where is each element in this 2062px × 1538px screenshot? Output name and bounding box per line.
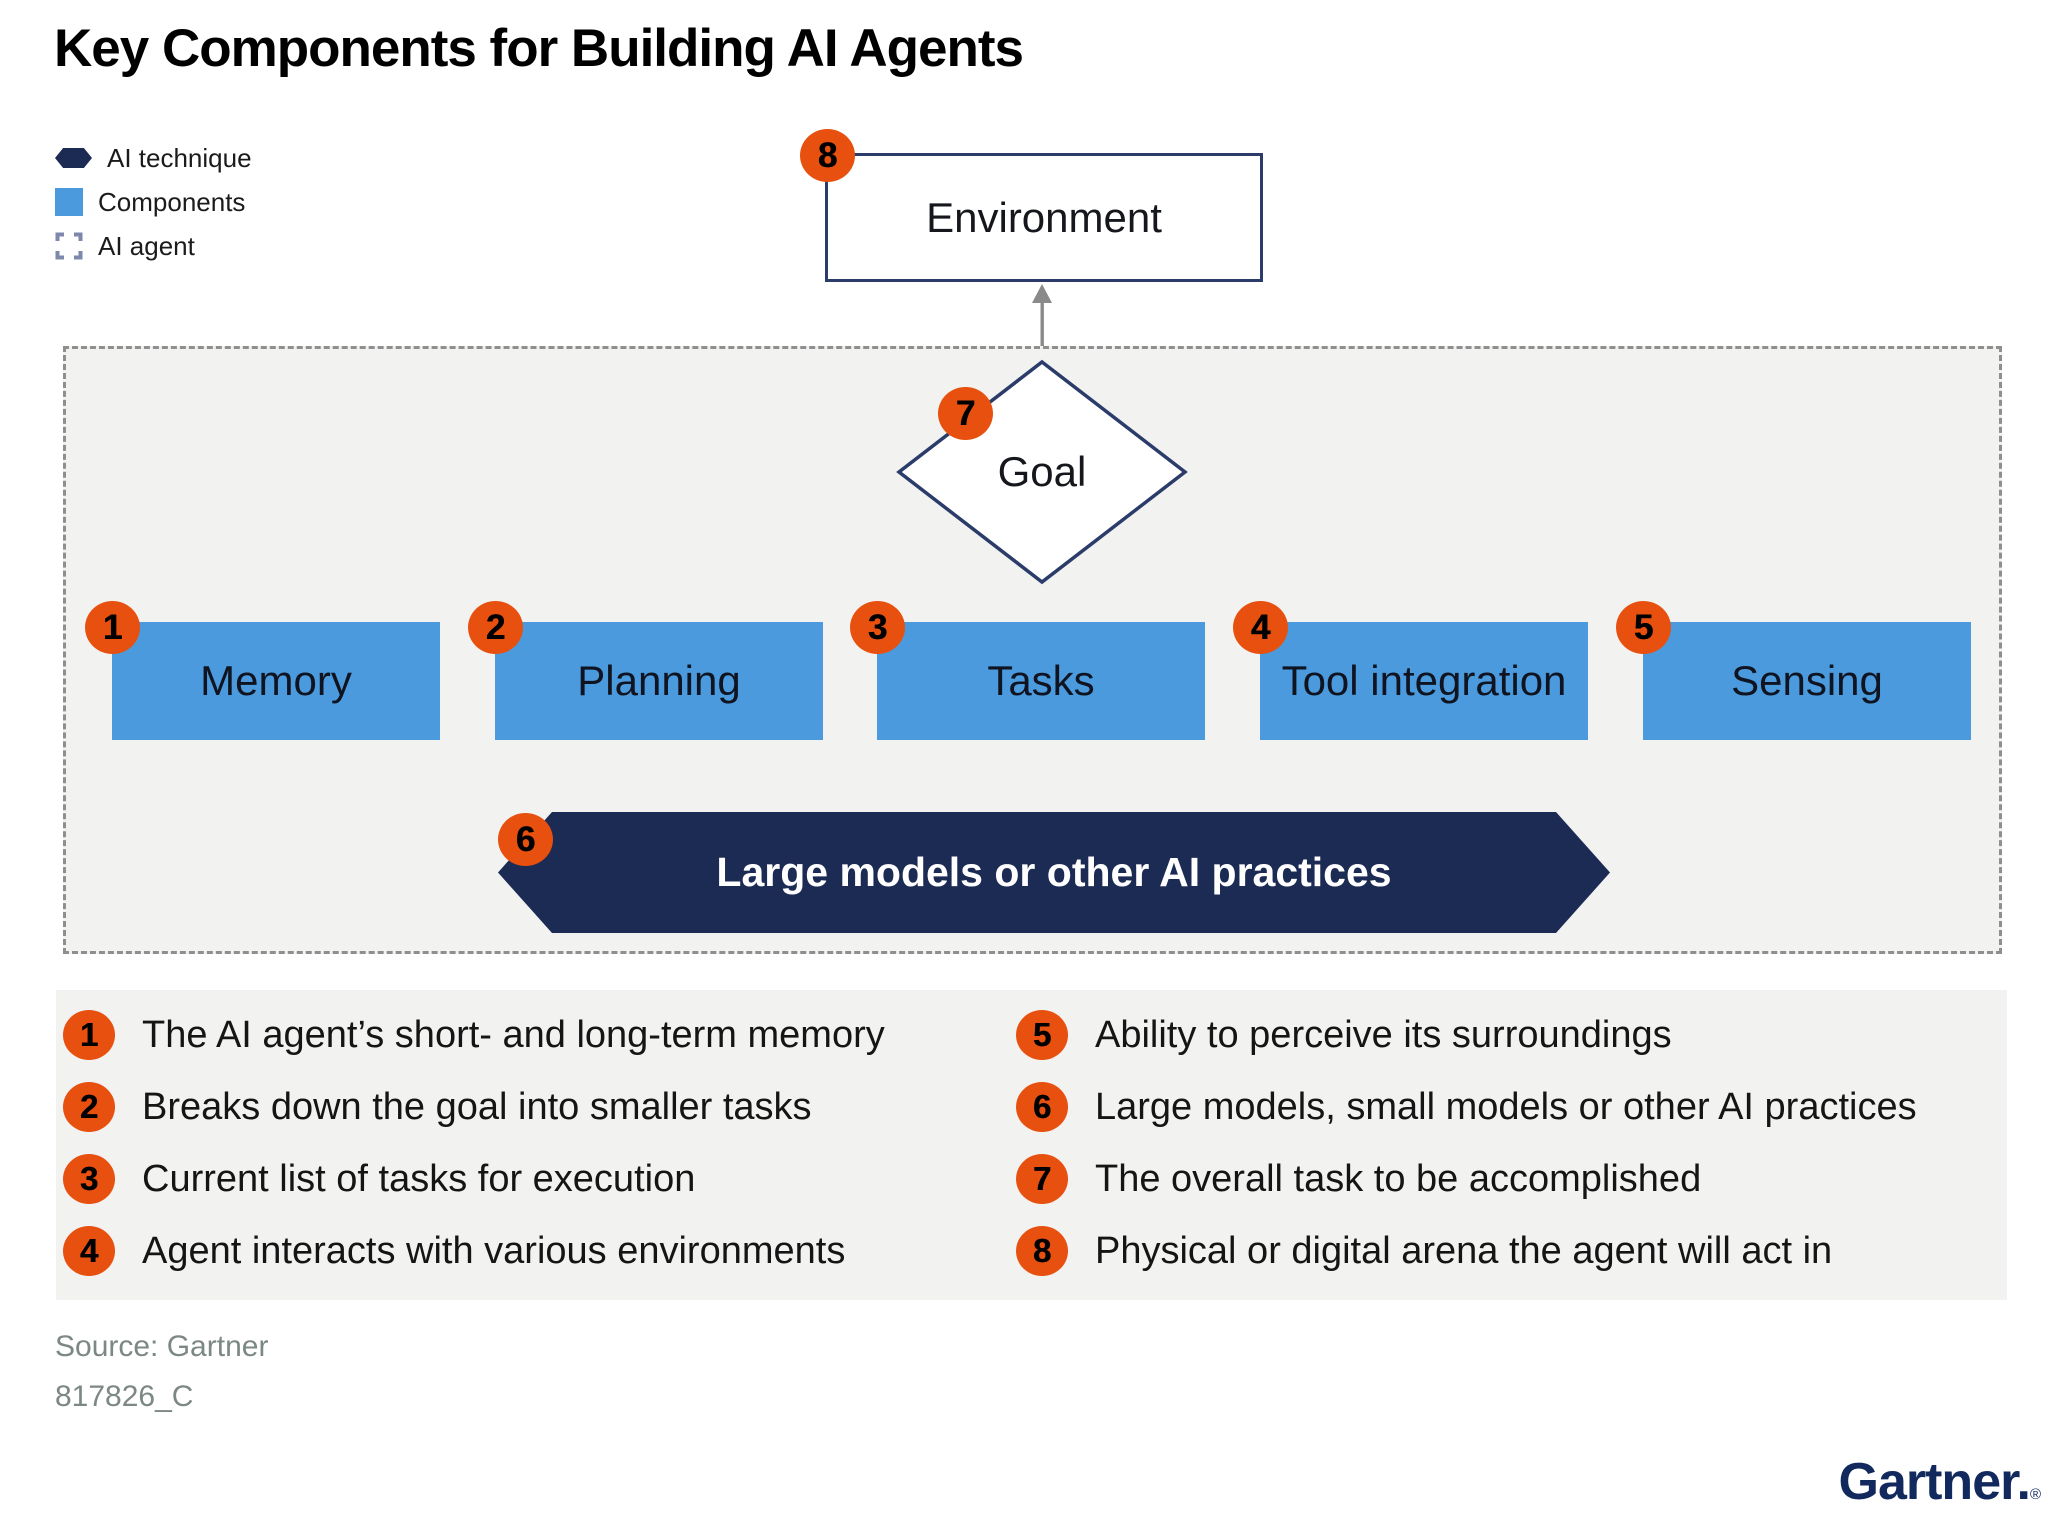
gartner-logo-text: Gartner. [1838,1453,2031,1511]
legend-item-ai-agent: AI agent [55,224,252,268]
legend-label: AI technique [107,142,252,173]
registered-trademark-icon: ® [2029,1486,2041,1503]
banner-label: Large models or other AI practices [716,849,1392,895]
legend-label: AI agent [98,230,195,261]
source-text: Source: Gartner [55,1330,269,1363]
note-badge: 4 [63,1226,115,1276]
note-badge: 7 [1016,1154,1068,1204]
component-box-memory: 1 Memory [85,601,440,740]
goal-label: Goal [997,448,1087,495]
page-title: Key Components for Building AI Agents [54,19,1024,78]
note-badge: 8 [1016,1226,1068,1276]
note-text: The AI agent’s short- and long-term memo… [142,1013,885,1056]
component-box-planning: 2 Planning [468,601,823,740]
component-label: Tasks [987,657,1095,704]
square-swatch-icon [55,188,83,216]
component-box-tasks: 3 Tasks [850,601,1205,740]
note-badge: 6 [1016,1082,1068,1132]
badge-6: 6 [498,813,553,866]
note-text: The overall task to be accomplished [1095,1157,1702,1200]
component-box-tool-integration: 4 Tool integration [1233,601,1588,740]
note-badge: 5 [1016,1010,1068,1060]
note-item: 8 Physical or digital arena the agent wi… [1016,1226,1917,1276]
goal-node: Goal [894,358,1190,586]
note-text: Breaks down the goal into smaller tasks [142,1085,812,1128]
bracket-swatch-icon [55,232,83,260]
note-text: Current list of tasks for execution [142,1157,696,1200]
note-text: Agent interacts with various environment… [142,1229,846,1272]
notes-column-left: 1 The AI agent’s short- and long-term me… [63,1010,885,1298]
component-box-sensing: 5 Sensing [1616,601,1971,740]
badge-1: 1 [85,601,140,654]
note-item: 1 The AI agent’s short- and long-term me… [63,1010,885,1060]
banner-hexagon: Large models or other AI practices [498,812,1610,933]
component-label: Tool integration [1281,657,1567,704]
environment-node: Environment [825,153,1263,282]
badge-7: 7 [938,387,993,440]
component-label: Planning [577,657,741,704]
note-badge: 3 [63,1154,115,1204]
note-item: 7 The overall task to be accomplished [1016,1154,1917,1204]
note-text: Ability to perceive its surroundings [1095,1013,1672,1056]
legend: AI technique Components AI agent [55,136,252,268]
component-label: Memory [200,657,352,704]
environment-label: Environment [926,193,1162,241]
note-text: Physical or digital arena the agent will… [1095,1229,1833,1272]
note-item: 2 Breaks down the goal into smaller task… [63,1082,885,1132]
legend-item-components: Components [55,180,252,224]
arrow-up-icon [1031,284,1053,373]
notes-panel: 1 The AI agent’s short- and long-term me… [56,990,2007,1300]
note-badge: 2 [63,1082,115,1132]
legend-item-ai-technique: AI technique [55,136,252,180]
notes-column-right: 5 Ability to perceive its surroundings 6… [1016,1010,1917,1298]
badge-8: 8 [800,129,855,182]
note-text: Large models, small models or other AI p… [1095,1085,1917,1128]
note-item: 4 Agent interacts with various environme… [63,1226,885,1276]
badge-5: 5 [1616,601,1671,654]
note-badge: 1 [63,1010,115,1060]
note-item: 3 Current list of tasks for execution [63,1154,885,1204]
gartner-logo: Gartner.® [1838,1452,2041,1512]
document-code: 817826_C [55,1380,194,1413]
hexagon-swatch-icon [55,148,92,168]
note-item: 6 Large models, small models or other AI… [1016,1082,1917,1132]
note-item: 5 Ability to perceive its surroundings [1016,1010,1917,1060]
badge-2: 2 [468,601,523,654]
badge-4: 4 [1233,601,1288,654]
component-label: Sensing [1731,657,1883,704]
badge-3: 3 [850,601,905,654]
ai-technique-banner: Large models or other AI practices 6 [498,812,1610,933]
legend-label: Components [98,186,246,217]
